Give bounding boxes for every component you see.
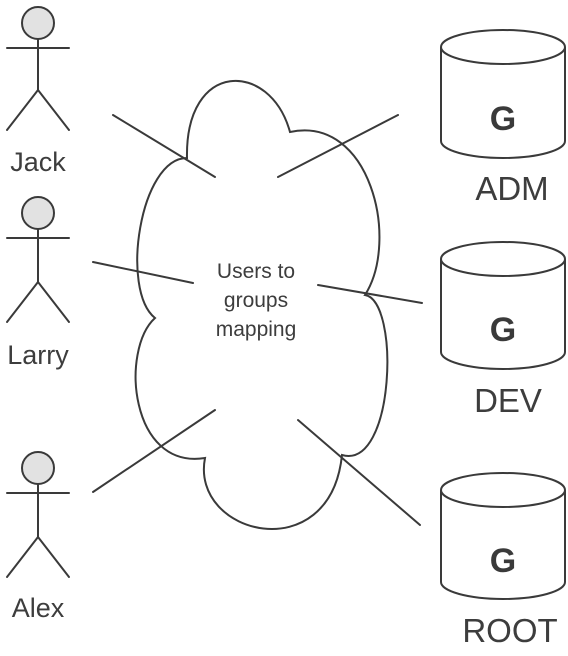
actor-label: Larry: [7, 340, 69, 370]
group-dev: G DEV: [440, 241, 566, 419]
cloud-label-line-3: mapping: [216, 318, 297, 341]
actor-icon: [6, 6, 70, 131]
actor-label: Alex: [12, 593, 65, 623]
actor-icon: [6, 196, 70, 323]
cloud-label-line-1: Users to: [217, 260, 295, 283]
cloud-label-line-2: groups: [224, 289, 288, 312]
group-adm: G ADM: [440, 29, 566, 207]
connectors: [92, 114, 423, 526]
group-root: G ROOT: [440, 472, 566, 649]
group-letter: G: [490, 542, 516, 580]
connector-cloud-dev: [317, 284, 423, 304]
actor-jack: Jack: [6, 6, 70, 177]
group-letter: G: [490, 100, 516, 138]
database-icon: G: [440, 241, 566, 370]
database-icon: G: [440, 29, 566, 159]
group-letter: G: [490, 311, 516, 349]
connector-larry-cloud: [92, 261, 194, 284]
actor-icon: [6, 451, 70, 578]
group-label: ADM: [475, 170, 548, 207]
cloud-shape: [134, 79, 389, 530]
actor-alex: Alex: [6, 451, 70, 623]
connector-cloud-adm: [277, 114, 399, 178]
connector-alex-cloud: [92, 409, 216, 493]
group-label: DEV: [474, 382, 542, 419]
mapping-cloud: Users to groups mapping: [134, 79, 389, 530]
connector-jack-cloud: [112, 114, 216, 178]
connector-cloud-root: [297, 419, 421, 526]
database-icon: G: [440, 472, 566, 600]
group-label: ROOT: [462, 612, 557, 649]
actor-larry: Larry: [6, 196, 70, 370]
actor-label: Jack: [10, 147, 66, 177]
